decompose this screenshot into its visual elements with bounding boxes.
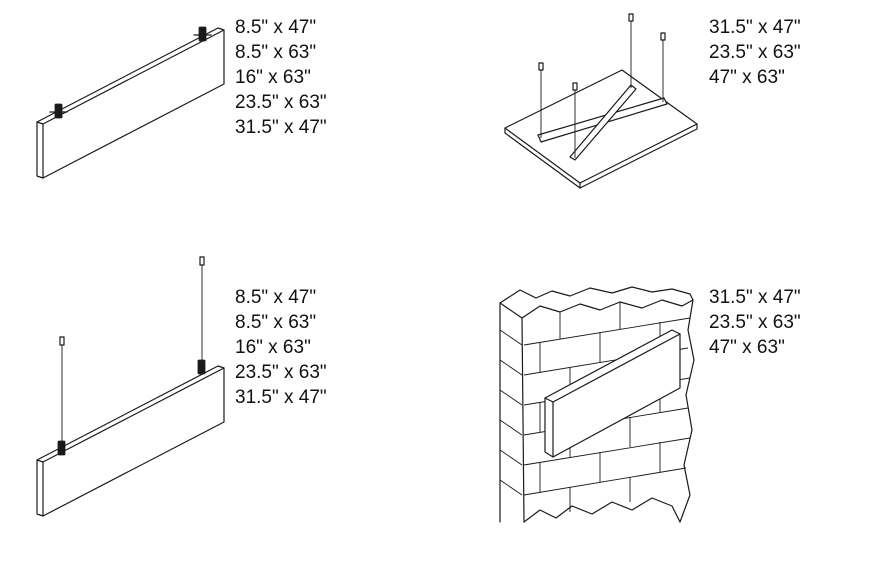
size-option: 23.5" x 63" (709, 42, 801, 63)
size-list: 31.5" x 47" 23.5" x 63" 47" x 63" (709, 285, 801, 360)
desk-clamp-panel-illustration (36, 26, 225, 179)
size-option: 16" x 63" (235, 67, 311, 88)
size-list: 31.5" x 47" 23.5" x 63" 47" x 63" (709, 15, 801, 90)
ceiling-hanging-panel-illustration (36, 256, 225, 517)
size-list: 8.5" x 47" 8.5" x 63" 16" x 63" 23.5" x … (235, 15, 327, 140)
size-option: 31.5" x 47" (709, 17, 801, 38)
suspension-wire-icon (57, 256, 206, 456)
size-option: 8.5" x 63" (235, 42, 317, 63)
suspension-wire-icon (538, 13, 666, 158)
size-option: 8.5" x 63" (235, 312, 317, 333)
size-option: 31.5" x 47" (235, 117, 327, 138)
size-option: 31.5" x 47" (235, 387, 327, 408)
size-list: 8.5" x 47" 8.5" x 63" 16" x 63" 23.5" x … (235, 285, 327, 410)
wall-panel-illustration (499, 286, 695, 523)
size-option: 23.5" x 63" (235, 92, 327, 113)
size-option: 31.5" x 47" (709, 287, 801, 308)
size-option: 47" x 63" (709, 67, 785, 88)
ceiling-cross-panel-illustration (504, 13, 698, 189)
size-option: 8.5" x 47" (235, 287, 317, 308)
size-option: 47" x 63" (709, 337, 785, 358)
clamp-icon (49, 26, 212, 119)
size-option: 23.5" x 63" (709, 312, 801, 333)
size-option: 8.5" x 47" (235, 17, 317, 38)
size-option: 23.5" x 63" (235, 362, 327, 383)
size-option: 16" x 63" (235, 337, 311, 358)
